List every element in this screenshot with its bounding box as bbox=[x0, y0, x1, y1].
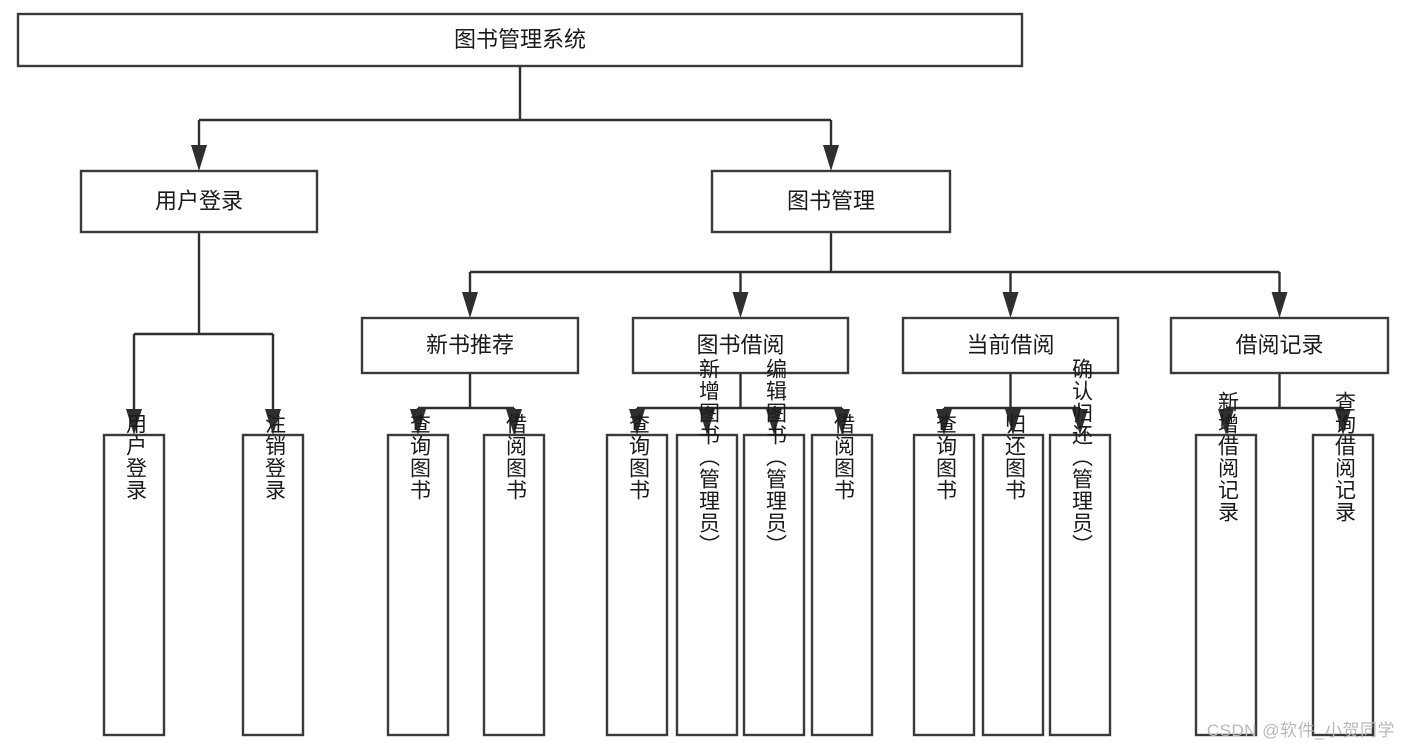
node-login-user[interactable]: 用户登录 bbox=[102, 413, 166, 737]
node-newbook[interactable]: 新书推荐 bbox=[360, 316, 580, 375]
node-label-borrow-edit: 编辑图书（管理员） bbox=[763, 358, 787, 556]
arrow-head-icon bbox=[462, 292, 478, 318]
connector-group-bookmgmt bbox=[462, 232, 1288, 318]
node-box-login[interactable] bbox=[79, 169, 319, 234]
node-borrow-lend[interactable]: 借阅图书 bbox=[810, 413, 874, 737]
node-label-current-query: 查询图书 bbox=[933, 413, 957, 501]
node-current-confirm[interactable]: 确认归还（管理员） bbox=[1048, 358, 1112, 737]
connector-group-newbook bbox=[410, 373, 522, 435]
node-label-records-add: 新增借阅记录 bbox=[1215, 391, 1239, 523]
node-box-login-logout[interactable] bbox=[241, 433, 305, 737]
node-borrow-add[interactable]: 新增图书（管理员） bbox=[675, 358, 739, 737]
node-borrow[interactable]: 图书借阅 bbox=[631, 316, 850, 375]
node-current-query[interactable]: 查询图书 bbox=[912, 413, 976, 737]
node-label-borrow: 图书借阅 bbox=[696, 332, 784, 357]
arrow-head-icon bbox=[823, 145, 839, 171]
arrow-head-icon bbox=[834, 409, 850, 435]
node-label-newbook: 新书推荐 bbox=[426, 332, 514, 357]
node-box-newbook[interactable] bbox=[360, 316, 580, 375]
arrow-head-icon bbox=[936, 409, 952, 435]
arrow-head-icon bbox=[1005, 409, 1021, 435]
node-box-records[interactable] bbox=[1169, 316, 1390, 375]
node-borrow-query[interactable]: 查询图书 bbox=[605, 413, 669, 737]
arrow-head-icon bbox=[1271, 292, 1288, 318]
arrow-head-icon bbox=[1335, 409, 1351, 435]
node-label-current-confirm: 确认归还（管理员） bbox=[1069, 358, 1093, 556]
node-login-logout[interactable]: 注销登录 bbox=[241, 413, 305, 737]
node-box-borrow-query[interactable] bbox=[605, 433, 669, 737]
node-records[interactable]: 借阅记录 bbox=[1169, 316, 1390, 375]
arrow-head-icon bbox=[506, 409, 522, 435]
node-box-borrow-lend[interactable] bbox=[810, 433, 874, 737]
node-borrow-edit[interactable]: 编辑图书（管理员） bbox=[742, 358, 806, 737]
node-box-records-query[interactable] bbox=[1311, 433, 1375, 737]
node-login[interactable]: 用户登录 bbox=[79, 169, 319, 234]
node-label-borrow-query: 查询图书 bbox=[626, 413, 650, 501]
arrow-head-icon bbox=[1218, 409, 1234, 435]
node-label-current-return: 归还图书 bbox=[1002, 413, 1026, 501]
node-box-bookmgmt[interactable] bbox=[710, 169, 952, 234]
node-box-records-add[interactable] bbox=[1194, 433, 1258, 737]
node-label-root: 图书管理系统 bbox=[454, 27, 586, 52]
arrow-head-icon bbox=[1002, 292, 1019, 318]
node-box-newbook-borrow[interactable] bbox=[482, 433, 546, 737]
nodes-layer: 图书管理系统用户登录图书管理新书推荐图书借阅当前借阅借阅记录用户登录注销登录查询… bbox=[16, 12, 1390, 737]
arrow-head-icon bbox=[766, 409, 782, 435]
node-records-add[interactable]: 新增借阅记录 bbox=[1194, 391, 1258, 737]
node-box-borrow[interactable] bbox=[631, 316, 850, 375]
connector-group-records bbox=[1218, 373, 1351, 435]
node-box-root[interactable] bbox=[16, 12, 1024, 68]
node-bookmgmt[interactable]: 图书管理 bbox=[710, 169, 952, 234]
connector-group-current bbox=[936, 373, 1088, 435]
arrow-head-icon bbox=[699, 409, 715, 435]
arrow-head-icon bbox=[126, 409, 142, 435]
node-box-current-return[interactable] bbox=[981, 433, 1045, 737]
node-label-bookmgmt: 图书管理 bbox=[787, 188, 875, 213]
connector-group-login bbox=[126, 232, 281, 435]
node-label-login-logout: 注销登录 bbox=[262, 413, 286, 501]
arrow-head-icon bbox=[265, 409, 281, 435]
node-box-borrow-add[interactable] bbox=[675, 433, 739, 737]
node-records-query[interactable]: 查询借阅记录 bbox=[1311, 391, 1375, 737]
node-box-newbook-query[interactable] bbox=[386, 433, 450, 737]
node-label-borrow-lend: 借阅图书 bbox=[831, 413, 855, 501]
node-current-return[interactable]: 归还图书 bbox=[981, 413, 1045, 737]
connector-group-borrow bbox=[629, 373, 850, 435]
node-label-login-user: 用户登录 bbox=[123, 413, 147, 501]
arrow-head-icon bbox=[410, 409, 426, 435]
node-current[interactable]: 当前借阅 bbox=[901, 316, 1120, 375]
arrow-head-icon bbox=[732, 292, 749, 318]
node-label-current: 当前借阅 bbox=[966, 332, 1054, 357]
arrow-head-icon bbox=[629, 409, 645, 435]
node-label-login: 用户登录 bbox=[155, 188, 243, 213]
node-label-records: 借阅记录 bbox=[1235, 332, 1323, 357]
node-box-current-confirm[interactable] bbox=[1048, 433, 1112, 737]
node-root[interactable]: 图书管理系统 bbox=[16, 12, 1024, 68]
node-box-current-query[interactable] bbox=[912, 433, 976, 737]
arrow-head-icon bbox=[191, 145, 207, 171]
node-label-borrow-add: 新增图书（管理员） bbox=[696, 358, 720, 556]
connectors-layer bbox=[126, 66, 1351, 435]
node-newbook-borrow[interactable]: 借阅图书 bbox=[482, 413, 546, 737]
node-label-newbook-borrow: 借阅图书 bbox=[503, 413, 527, 501]
arrow-head-icon bbox=[1072, 409, 1088, 435]
node-box-current[interactable] bbox=[901, 316, 1120, 375]
node-label-newbook-query: 查询图书 bbox=[407, 413, 431, 501]
node-box-borrow-edit[interactable] bbox=[742, 433, 806, 737]
node-label-records-query: 查询借阅记录 bbox=[1332, 391, 1356, 523]
node-box-login-user[interactable] bbox=[102, 433, 166, 737]
node-newbook-query[interactable]: 查询图书 bbox=[386, 413, 450, 737]
connector-group-root bbox=[191, 66, 839, 171]
